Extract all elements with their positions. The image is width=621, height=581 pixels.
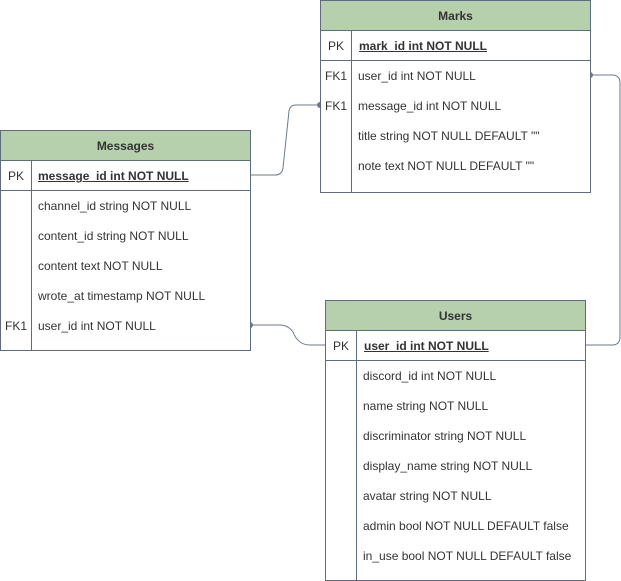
entity-messages[interactable]: Messages PK message_id int NOT NULL chan… [0,130,251,351]
row-field: wrote_at timestamp NOT NULL [38,289,206,303]
pk-field: user_id int NOT NULL [364,339,489,353]
pk-field: mark_id int NOT NULL [359,39,488,53]
pk-row[interactable]: PK mark_id int NOT NULL [321,31,590,61]
entity-body: PK mark_id int NOT NULL FK1 user_id int … [321,31,590,193]
pk-row[interactable]: PK user_id int NOT NULL [326,331,585,361]
attribute-row[interactable]: content_id string NOT NULL [1,221,250,251]
row-field: user_id int NOT NULL [38,319,156,333]
attribute-row[interactable]: note text NOT NULL DEFAULT "" [321,151,590,181]
entity-title: Messages [1,131,250,161]
pk-key: PK [327,39,344,53]
row-field: content_id string NOT NULL [38,229,189,243]
key-column-divider [31,161,32,351]
attribute-row[interactable]: name string NOT NULL [326,391,585,421]
attribute-row[interactable]: display_name string NOT NULL [326,451,585,481]
attribute-row[interactable]: discord_id int NOT NULL [326,361,585,391]
attribute-row[interactable]: content text NOT NULL [1,251,250,281]
entity-body: PK user_id int NOT NULL discord_id int N… [326,331,585,581]
entity-users[interactable]: Users PK user_id int NOT NULL discord_id… [325,300,586,581]
row-field: channel_id string NOT NULL [38,199,192,213]
connector-marks-message-to-messages [250,104,320,176]
key-column-divider [356,331,357,581]
row-field: name string NOT NULL [363,399,489,413]
row-key: FK1 [324,99,347,113]
pk-key: PK [332,339,349,353]
pk-row[interactable]: PK message_id int NOT NULL [1,161,250,191]
attribute-row[interactable]: avatar string NOT NULL [326,481,585,511]
row-field: discriminator string NOT NULL [363,429,527,443]
attribute-row[interactable]: channel_id string NOT NULL [1,191,250,221]
key-column-divider [351,31,352,193]
connector-messages-user-to-users [250,324,325,346]
attribute-row[interactable]: wrote_at timestamp NOT NULL [1,281,250,311]
attribute-row[interactable]: FK1 user_id int NOT NULL [321,61,590,91]
pk-key: PK [7,169,24,183]
row-field: admin bool NOT NULL DEFAULT false [363,519,569,533]
row-field: user_id int NOT NULL [358,69,476,83]
entity-marks[interactable]: Marks PK mark_id int NOT NULL FK1 user_i… [320,0,591,193]
attribute-row[interactable]: FK1 message_id int NOT NULL [321,91,590,121]
row-field: display_name string NOT NULL [363,459,533,473]
row-field: discord_id int NOT NULL [363,369,497,383]
row-field: message_id int NOT NULL [358,99,502,113]
row-field: content text NOT NULL [38,259,163,273]
entity-title: Marks [321,1,590,31]
attribute-row[interactable]: title string NOT NULL DEFAULT "" [321,121,590,151]
entity-body: PK message_id int NOT NULL channel_id st… [1,161,250,351]
attribute-row[interactable]: FK1 user_id int NOT NULL [1,311,250,341]
attribute-row[interactable]: discriminator string NOT NULL [326,421,585,451]
attribute-row[interactable]: admin bool NOT NULL DEFAULT false [326,511,585,541]
row-key: FK1 [324,69,347,83]
row-key: FK1 [4,319,27,333]
pk-field: message_id int NOT NULL [38,169,189,183]
row-field: avatar string NOT NULL [363,489,492,503]
row-field: in_use bool NOT NULL DEFAULT false [363,549,572,563]
attribute-row[interactable]: in_use bool NOT NULL DEFAULT false [326,541,585,571]
row-field: note text NOT NULL DEFAULT "" [358,159,535,173]
entity-title: Users [326,301,585,331]
row-field: title string NOT NULL DEFAULT "" [358,129,540,143]
